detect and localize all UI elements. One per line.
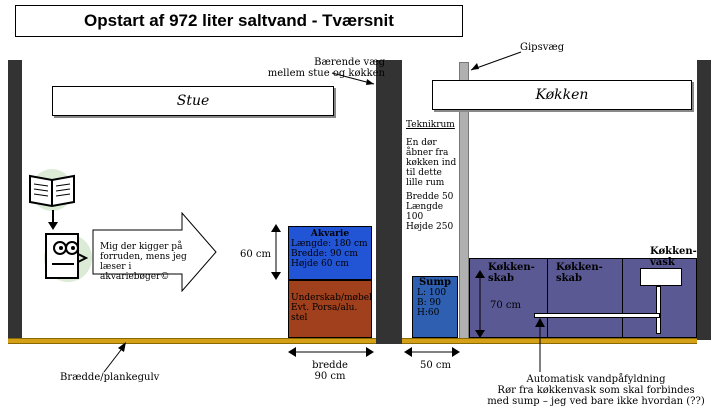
sump-title: Sump <box>418 277 452 288</box>
height-70-label: 70 cm <box>490 300 521 311</box>
width-90-arrow <box>288 347 374 357</box>
teknikrum-text: En dør åbner fra køkken ind til dette li… <box>406 138 457 188</box>
width-90-label: bredde 90 cm <box>312 360 348 382</box>
gypsum-wall-label: Gipsvæg <box>520 42 565 53</box>
cabinet-under: Underskab/møbel Evt. Porsa/alu. stel <box>288 280 372 338</box>
refill-note: Automatisk vandpåfyldning Rør fra køkken… <box>487 374 705 407</box>
floor-label: Brædde/plankegulv <box>60 372 160 383</box>
left-wall <box>8 60 22 340</box>
height-60-label: 60 cm <box>240 249 271 260</box>
cabinet-divider-1 <box>547 258 548 338</box>
width-50-arrow <box>404 347 460 357</box>
right-wall <box>697 60 711 340</box>
sump-dims: L: 100 B: 90 H:60 <box>417 288 447 318</box>
load-bearing-wall-arrow <box>331 72 375 85</box>
floor-right <box>402 338 697 344</box>
aquarium: Akvarie Længde: 180 cm Bredde: 90 cm Høj… <box>288 226 372 280</box>
down-arrow-icon <box>48 210 58 230</box>
gypsum-wall-arrow <box>470 51 522 71</box>
teknikrum-dims: Bredde 50 Længde 100 Højde 250 <box>406 192 454 232</box>
aquarium-dims: Længde: 180 cm Bredde: 90 cm Højde 60 cm <box>291 239 368 269</box>
book-icon <box>29 169 75 211</box>
kitchen-cabinet-2-label: Køkken- skab <box>556 262 603 284</box>
load-bearing-wall <box>376 60 402 344</box>
cabinet-under-text: Underskab/møbel Evt. Porsa/alu. stel <box>291 293 372 323</box>
sump: Sump L: 100 B: 90 H:60 <box>412 276 458 338</box>
aquarium-title: Akvarie <box>310 229 350 239</box>
diagram-title: Opstart af 972 liter saltvand - Tværsnit <box>15 5 463 37</box>
height-60-arrow <box>271 224 281 280</box>
room-label-stue: Stue <box>52 86 334 116</box>
speech-arrow <box>92 212 217 292</box>
refill-pipe <box>534 313 660 318</box>
kitchen-sink <box>640 268 682 286</box>
floor <box>8 338 376 344</box>
kitchen-sink-label: Køkken- vask <box>650 246 697 268</box>
room-label-koekken: Køkken <box>432 80 692 110</box>
refill-arrow <box>535 318 545 372</box>
teknikrum-title: Teknikrum <box>406 120 455 130</box>
speech-text: Mig der kigger på forruden, mens jeg læs… <box>100 242 187 282</box>
floor-arrow <box>103 342 126 373</box>
load-bearing-wall-label: Bærende væg mellem stue og køkken <box>267 57 385 79</box>
person-face-icon <box>44 233 92 282</box>
sink-pipe-vertical <box>656 286 661 334</box>
kitchen-cabinet-1-label: Køkken- skab <box>488 262 535 284</box>
cabinet-divider-2 <box>622 258 623 338</box>
width-50-label: 50 cm <box>420 360 451 371</box>
height-70-arrow <box>475 270 485 338</box>
